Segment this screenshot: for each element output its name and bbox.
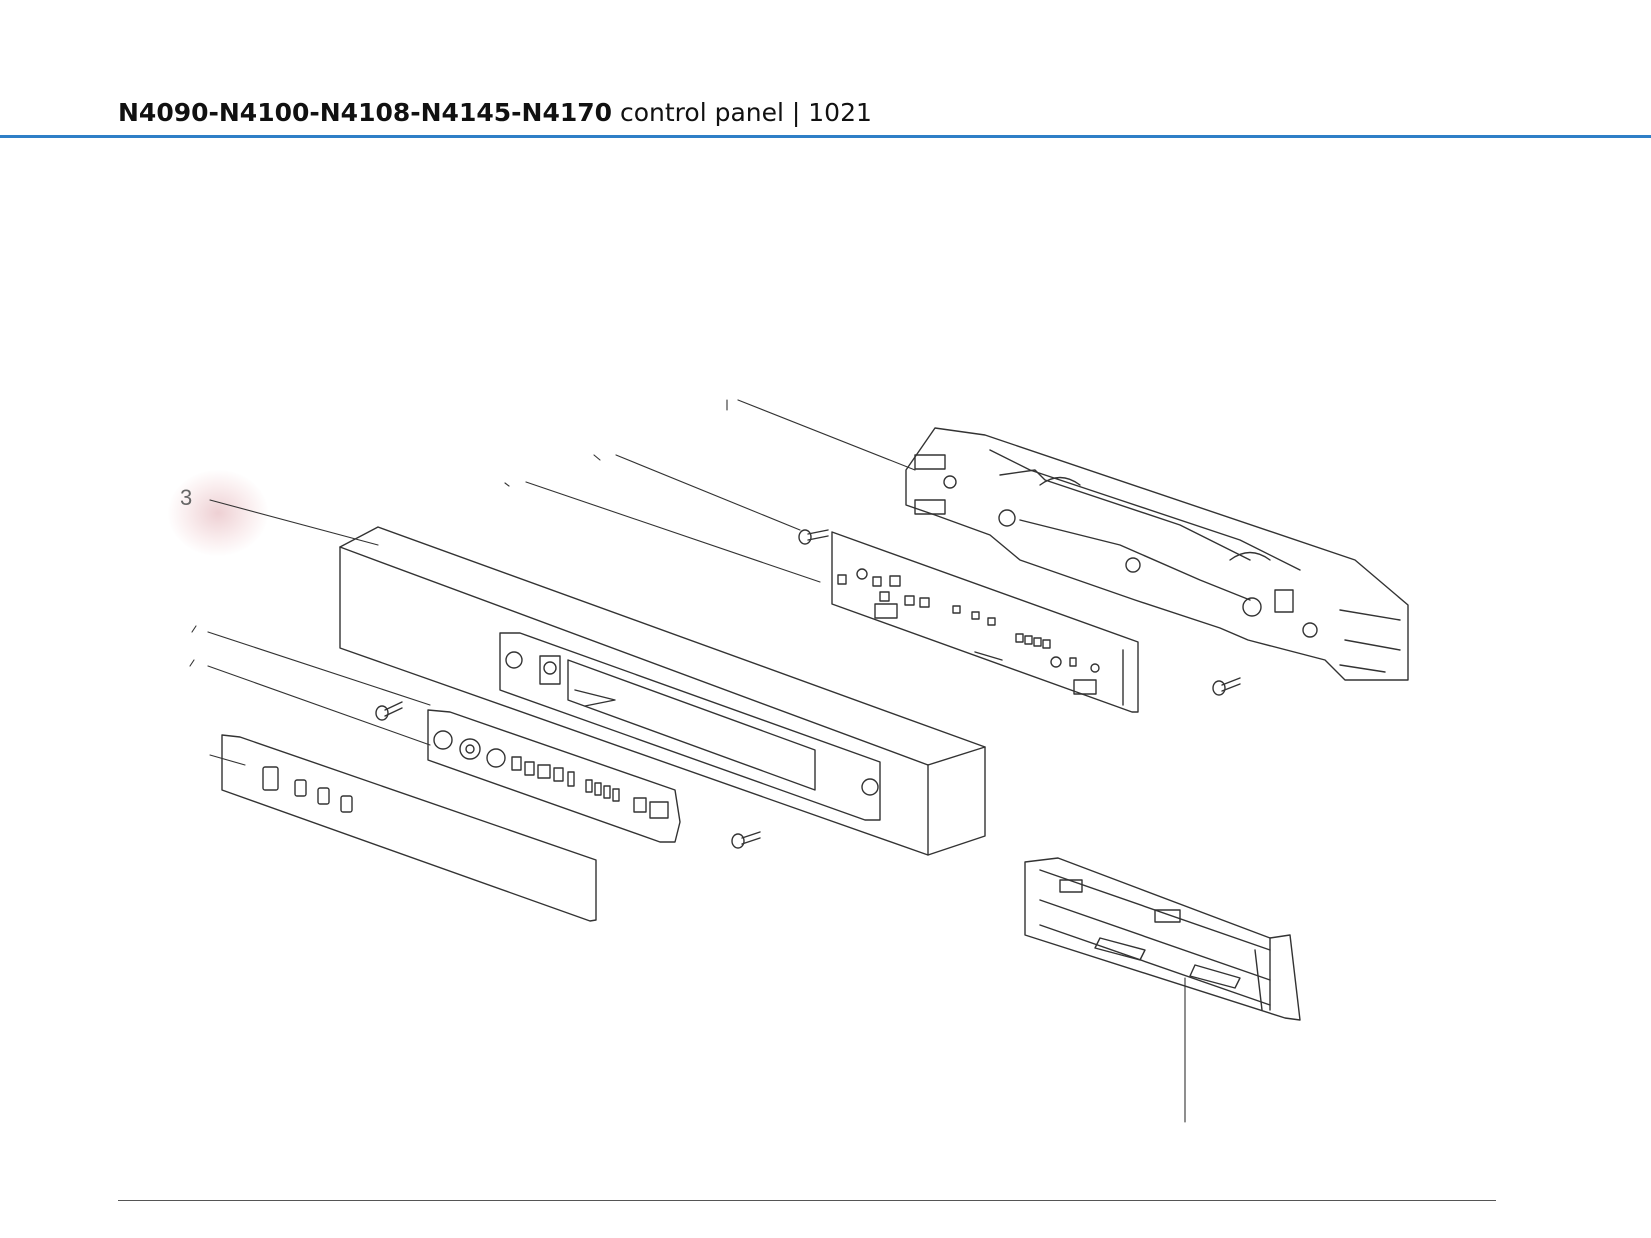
header-rule	[0, 135, 1651, 138]
screws	[375, 529, 1241, 849]
page-header: N4090-N4100-N4108-N4145-N4170 control pa…	[118, 98, 872, 127]
rear-pcb	[831, 531, 1139, 713]
leader-lines	[189, 399, 1186, 1123]
screw-right	[1212, 677, 1241, 696]
screw-upper	[798, 529, 829, 545]
model-numbers: N4090-N4100-N4108-N4145-N4170	[118, 98, 613, 127]
footer-rule	[118, 1200, 1496, 1201]
screw-lower	[731, 831, 761, 849]
lower-module	[1024, 857, 1301, 1021]
assembly-name: control panel	[612, 98, 784, 127]
front-overlay	[221, 734, 597, 922]
callout-label-3: 3	[180, 485, 193, 510]
button-pcb	[427, 709, 681, 843]
header-separator: |	[783, 98, 809, 127]
callout-highlight	[168, 470, 268, 556]
page-reference: 1021	[808, 98, 872, 127]
front-housing	[339, 526, 986, 856]
screw-left	[375, 701, 403, 721]
rear-frame	[905, 427, 1409, 681]
